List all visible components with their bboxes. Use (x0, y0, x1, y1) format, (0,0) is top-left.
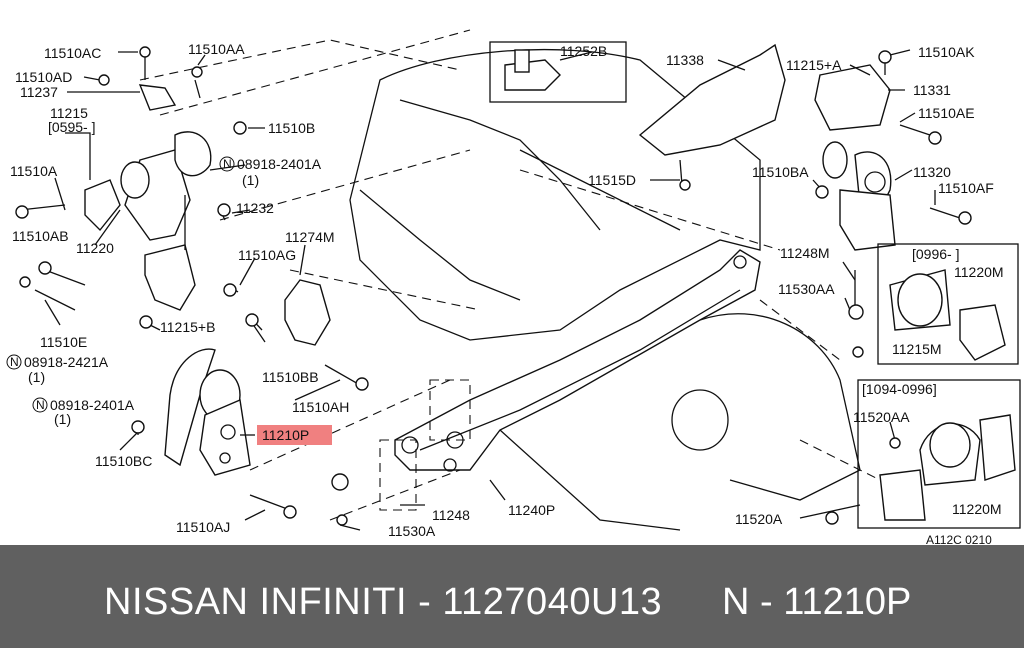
label-11530AA: 11530AA (778, 281, 835, 297)
note-n-2: N (10, 355, 19, 369)
label-11510AB: 11510AB (12, 228, 69, 244)
label-11510AK: 11510AK (918, 44, 975, 60)
note-circle-1 (219, 156, 235, 172)
label-11240P: 11240P (508, 502, 555, 518)
label-11215: 11215 (50, 105, 88, 121)
label-11510AC: 11510AC (44, 45, 101, 61)
engine-outline (349, 48, 861, 501)
label-11215A: 11215+A (786, 57, 842, 73)
label-11237: 11237 (20, 84, 58, 100)
note-n-3: N (36, 398, 45, 412)
label-11331: 11331 (913, 82, 951, 98)
guide-lines (139, 29, 881, 521)
reference-number: N - 11210P (722, 581, 912, 623)
label-11220M-a: 11220M (954, 264, 1004, 280)
right-mount-assembly (814, 60, 961, 310)
label-11520AA: 11520AA (853, 409, 910, 425)
fasteners (15, 46, 972, 526)
inset-0996 (877, 243, 1019, 365)
label-11510BC: 11510BC (95, 453, 152, 469)
inset-1094-0996 (857, 379, 1021, 529)
label-11510AE: 11510AE (918, 105, 975, 121)
label-11248: 11248 (432, 507, 470, 523)
part-number-banner: NISSAN INFINITI - 1127040U13 N - 11210P (0, 545, 1024, 648)
label-11510AJ: 11510AJ (176, 519, 230, 535)
label-11510AD: 11510AD (15, 69, 72, 85)
left-mount-assembly (19, 55, 226, 311)
leader-lines (44, 49, 936, 531)
part-labels: 11510AC 11510AA 11510AD 11237 11215 [059… (6, 41, 1004, 545)
label-1094-0996: [1094-0996] (862, 381, 937, 397)
label-11520A: 11520A (735, 511, 783, 527)
label-11510AH: 11510AH (292, 399, 349, 415)
label-11232: 11232 (236, 200, 274, 216)
label-11248M: 11248M (780, 245, 830, 261)
label-11510AA: 11510AA (188, 41, 245, 57)
label-11220M-b: 11220M (952, 501, 1002, 517)
label-11210P: 11210P (262, 427, 309, 443)
inset-11252B (489, 41, 627, 103)
label-note-2: 08918-2421A (24, 354, 109, 370)
label-note-1: 08918-2401A (237, 156, 322, 172)
note-circle-2 (6, 354, 22, 370)
label-note-2-qty: (1) (28, 369, 45, 385)
label-diagram-code: A112C 0210 (926, 533, 992, 545)
label-11510E: 11510E (40, 334, 87, 350)
note-n-1: N (223, 157, 232, 171)
label-11320: 11320 (913, 164, 951, 180)
label-11510BB: 11510BB (262, 369, 319, 385)
label-note-3: 08918-2401A (50, 397, 135, 413)
label-11338: 11338 (666, 52, 704, 68)
parts-diagram: 11510AC 11510AA 11510AD 11237 11215 [059… (6, 29, 1021, 545)
diagram-drawing: 11510AC 11510AA 11510AD 11237 11215 [059… (6, 29, 1021, 545)
brand-part-number: NISSAN INFINITI - 1127040U13 (104, 581, 663, 623)
label-0996: [0996- ] (912, 246, 959, 262)
label-11510A: 11510A (10, 163, 58, 179)
highlight-11210P (257, 425, 332, 445)
label-11510B: 11510B (268, 120, 315, 136)
label-note-1-qty: (1) (242, 172, 259, 188)
label-11510AF: 11510AF (938, 180, 994, 196)
label-11510AG: 11510AG (238, 247, 296, 263)
note-circle-3 (32, 397, 48, 413)
label-note-3-qty: (1) (54, 411, 71, 427)
label-11215M: 11215M (892, 341, 942, 357)
label-11510BA: 11510BA (752, 164, 809, 180)
label-11274M: 11274M (285, 229, 335, 245)
label-11530A: 11530A (388, 523, 436, 539)
mount-11210P (137, 348, 291, 511)
label-11252B: 11252B (560, 43, 607, 59)
label-11220: 11220 (76, 240, 114, 256)
label-11515D: 11515D (588, 172, 636, 188)
label-0595: [0595- ] (48, 119, 95, 135)
label-11215B: 11215+B (160, 319, 215, 335)
